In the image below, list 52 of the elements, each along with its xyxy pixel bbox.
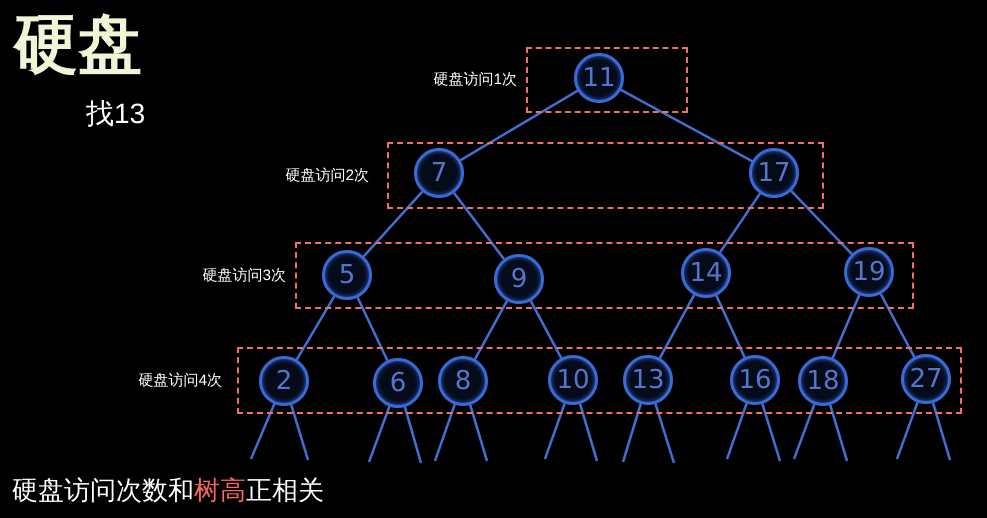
branch-line xyxy=(356,297,388,361)
branch-line xyxy=(761,404,782,462)
level-label: 硬盘访问4次 xyxy=(138,372,222,390)
branch-line xyxy=(469,404,488,462)
branch-line xyxy=(453,192,505,260)
branch-line xyxy=(250,404,276,460)
branch-line xyxy=(715,295,746,358)
branch-line xyxy=(832,294,860,358)
caption: 硬盘访问次数和树高正相关 xyxy=(12,474,324,506)
branch-line xyxy=(719,193,761,253)
branch-line xyxy=(880,294,916,358)
branch-line xyxy=(544,403,566,460)
tree-node: 19 xyxy=(844,247,894,297)
tree-node: 8 xyxy=(438,356,488,406)
tree-node: 11 xyxy=(574,53,624,103)
level-label: 硬盘访问3次 xyxy=(202,266,286,284)
note-text: 找13 xyxy=(86,97,146,131)
branch-line xyxy=(932,402,952,460)
branch-line xyxy=(792,404,816,460)
branch-line xyxy=(790,190,853,255)
title: 硬盘 xyxy=(14,9,142,79)
branch-line xyxy=(622,404,642,462)
branch-line xyxy=(530,300,562,359)
branch-line xyxy=(578,404,598,462)
tree-node: 5 xyxy=(322,250,372,300)
branch-line xyxy=(296,296,336,360)
branch-line xyxy=(474,300,508,360)
branch-line xyxy=(896,402,919,460)
tree-node: 10 xyxy=(548,355,598,405)
branch-line xyxy=(434,404,456,462)
tree-node: 17 xyxy=(749,148,799,198)
tree-node: 6 xyxy=(373,358,423,408)
branch-line xyxy=(620,88,753,162)
branch-line xyxy=(829,404,848,462)
tree-node: 18 xyxy=(798,356,848,406)
tree-node: 16 xyxy=(730,355,780,405)
branch-line xyxy=(368,406,391,462)
branch-line xyxy=(654,404,676,464)
level-label: 硬盘访问1次 xyxy=(434,71,517,89)
branch-line xyxy=(290,404,310,460)
level-label: 硬盘访问2次 xyxy=(286,166,369,184)
tree-node: 7 xyxy=(414,148,464,198)
branch-line xyxy=(362,190,424,258)
tree-node: 27 xyxy=(901,354,951,404)
tree-node: 13 xyxy=(623,355,673,405)
tree-node: 2 xyxy=(259,356,309,406)
branch-line xyxy=(404,406,422,464)
branch-line xyxy=(460,90,578,162)
tree-node: 9 xyxy=(494,254,544,304)
tree-node: 14 xyxy=(681,248,731,298)
branch-line xyxy=(726,403,748,460)
branch-line xyxy=(658,294,696,359)
